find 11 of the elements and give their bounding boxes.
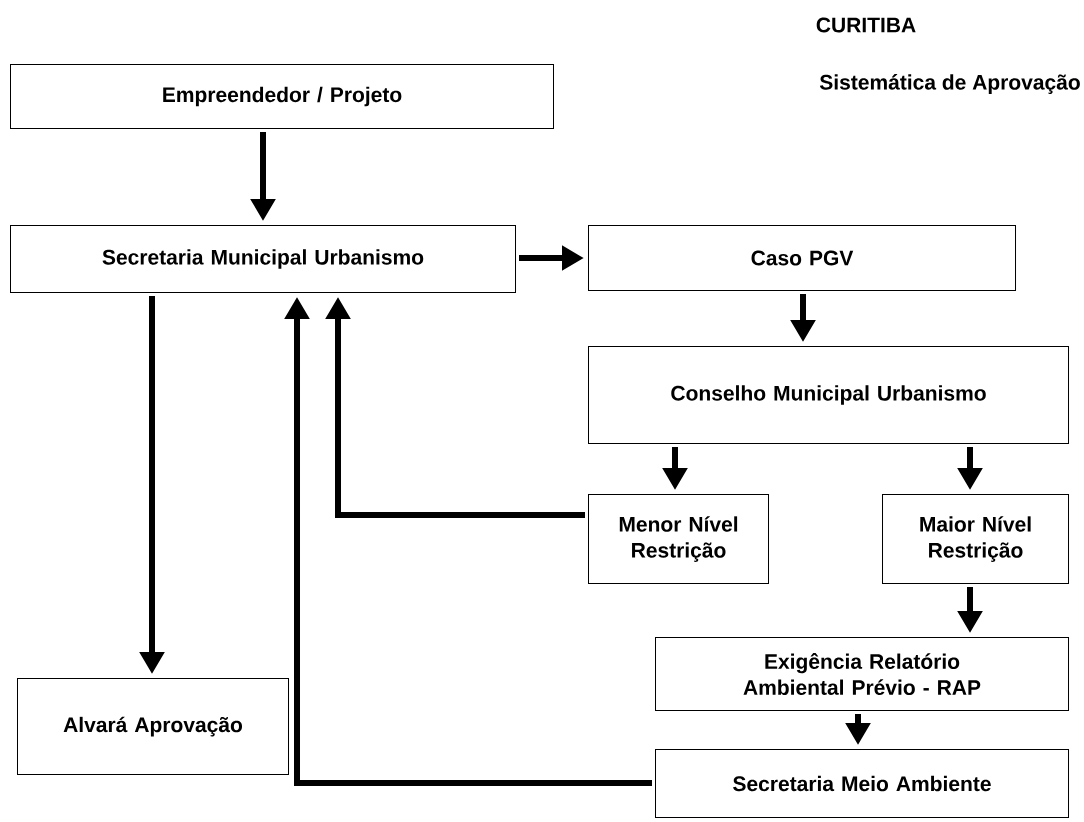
process-box: Menor Nível Restrição — [588, 494, 769, 584]
process-box: Exigência Relatório Ambiental Prévio - RAP — [655, 637, 1069, 711]
title: CURITIBA — [816, 17, 916, 33]
process-box: Empreendedor / Projeto — [10, 64, 554, 129]
process-box: Alvará Aprovação — [17, 678, 289, 775]
process-box: Conselho Municipal Urbanismo — [588, 346, 1069, 444]
process-box: Caso PGV — [588, 225, 1016, 291]
process-box: Maior Nível Restrição — [882, 494, 1069, 584]
subtitle: Sistemática de Aprovação — [819, 74, 1080, 94]
process-box: Secretaria Municipal Urbanismo — [10, 225, 516, 293]
process-box: Secretaria Meio Ambiente — [655, 749, 1069, 818]
